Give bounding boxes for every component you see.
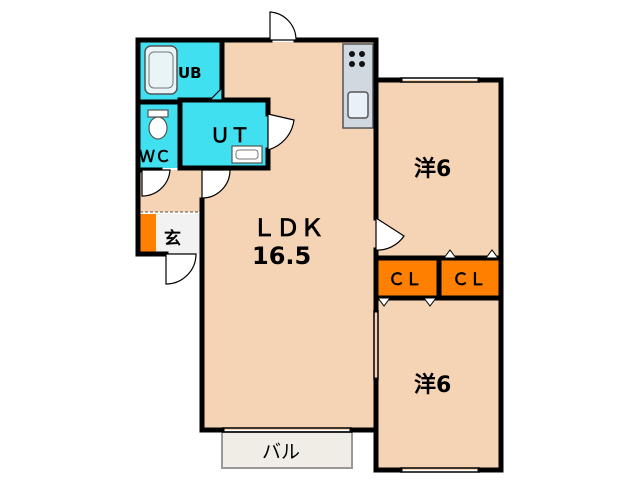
walls: [135, 37, 504, 473]
bathtub-icon: [144, 45, 178, 95]
door-swings: [141, 11, 405, 285]
western-room-lower: [376, 298, 501, 470]
toilet-tank-icon: [147, 109, 169, 118]
stove-burner-icon: [359, 51, 365, 57]
shoe-cabinet: [140, 214, 156, 254]
western-room-lower-label: 洋6: [414, 372, 451, 398]
closet-right: [440, 258, 501, 298]
ldk-label: ＬＤＫ: [252, 214, 324, 242]
utility-label: ＵＴ: [210, 123, 250, 147]
unit-bath-label: UB: [178, 64, 202, 82]
stove-burner-icon: [349, 51, 355, 57]
toilet-bowl-icon: [148, 116, 168, 140]
stove-burner-icon: [359, 61, 365, 67]
western-room-upper: [376, 80, 501, 258]
toilet-label: ＷＣ: [139, 147, 171, 166]
ldk-size-label: 16.5: [252, 242, 311, 270]
balcony-label: バル: [262, 441, 300, 463]
windows: [222, 77, 480, 473]
closet-left-label: ＣＬ: [388, 270, 422, 290]
closet-right-label: ＣＬ: [452, 270, 486, 290]
balcony: [221, 431, 353, 469]
closet-door-marks: [377, 249, 499, 307]
stove-burner-icon: [349, 61, 355, 67]
kitchen-sink-icon: [347, 91, 369, 119]
closet-left: [376, 258, 438, 298]
genkan-label: 玄: [164, 228, 181, 249]
western-room-upper-label: 洋6: [414, 156, 451, 182]
